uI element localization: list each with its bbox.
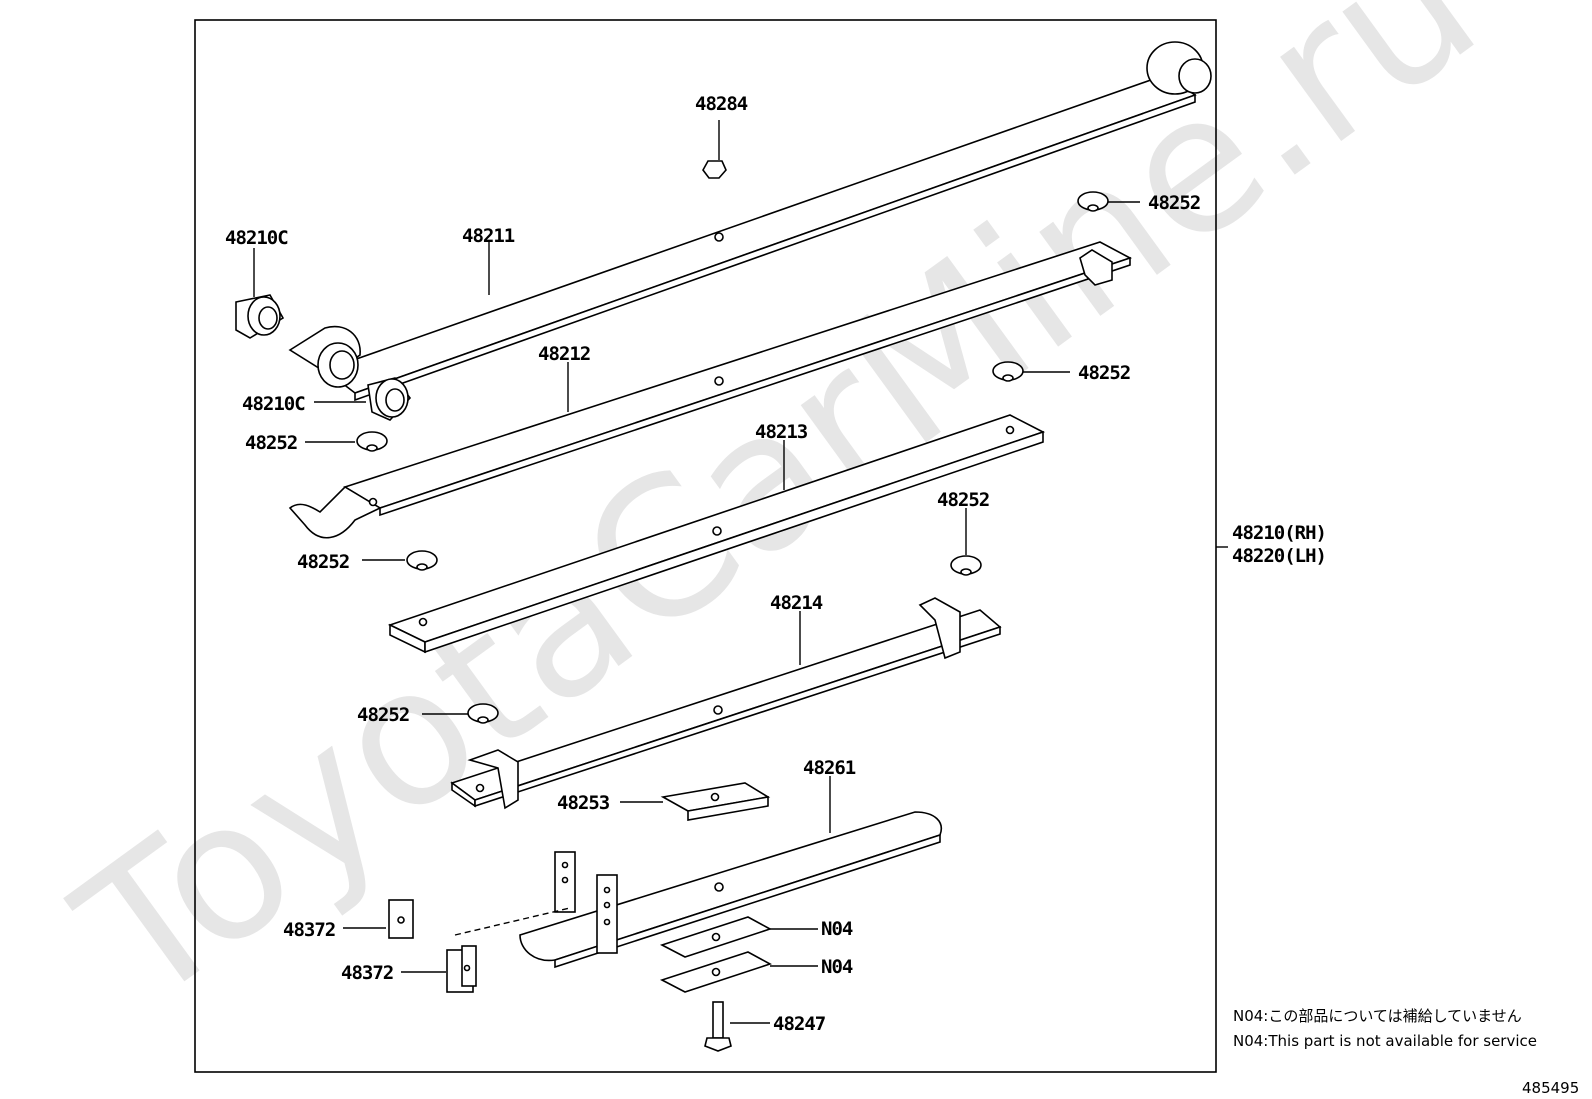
leader-lines bbox=[253, 120, 1228, 1024]
clip-48252-f[interactable] bbox=[467, 703, 499, 724]
label-48212: 48212 bbox=[538, 343, 590, 365]
label-48252-e: 48252 bbox=[937, 489, 989, 511]
diagram-frame bbox=[194, 19, 1217, 1073]
label-48372-top: 48372 bbox=[283, 919, 335, 941]
clip-48252-d[interactable] bbox=[406, 550, 438, 571]
leaf-48213[interactable] bbox=[387, 414, 1046, 654]
label-assembly-rh: 48210(RH) bbox=[1232, 522, 1326, 544]
diagram-id: 485495 bbox=[1522, 1079, 1579, 1097]
note-en: N04:This part is not available for servi… bbox=[1233, 1032, 1537, 1050]
bolt-48247[interactable] bbox=[704, 1001, 732, 1052]
clamp-48372-top[interactable] bbox=[388, 899, 414, 939]
leaf-48214[interactable] bbox=[450, 597, 1002, 810]
note-jp: N04:この部品については補給していません bbox=[1233, 1007, 1522, 1025]
label-48372-bottom: 48372 bbox=[341, 962, 393, 984]
clamp-48372-bottom[interactable] bbox=[446, 945, 477, 993]
label-48252-a: 48252 bbox=[1148, 192, 1200, 214]
label-48210c-top: 48210C bbox=[225, 227, 288, 249]
label-48247: 48247 bbox=[773, 1013, 826, 1035]
bushing-48210c-top[interactable] bbox=[235, 294, 285, 339]
label-48213: 48213 bbox=[755, 421, 808, 443]
label-assembly-lh: 48220(LH) bbox=[1232, 545, 1326, 567]
label-48252-f: 48252 bbox=[357, 704, 409, 726]
clip-48252-b[interactable] bbox=[992, 361, 1024, 382]
label-48261: 48261 bbox=[803, 757, 856, 779]
label-48214: 48214 bbox=[770, 592, 823, 614]
label-48252-c: 48252 bbox=[245, 432, 297, 454]
label-n04-upper: N04 bbox=[821, 918, 853, 940]
label-48211: 48211 bbox=[462, 225, 515, 247]
label-48252-d: 48252 bbox=[297, 551, 349, 573]
label-48252-b: 48252 bbox=[1078, 362, 1130, 384]
label-48210c-bottom: 48210C bbox=[242, 393, 305, 415]
clip-48252-a[interactable] bbox=[1077, 191, 1109, 212]
main-leaf-48211[interactable] bbox=[288, 41, 1212, 402]
label-n04-lower: N04 bbox=[821, 956, 853, 978]
spacer-48253[interactable] bbox=[660, 782, 771, 821]
nut-48284[interactable] bbox=[702, 160, 727, 179]
leaf-48261[interactable] bbox=[519, 811, 942, 969]
clip-48252-c[interactable] bbox=[356, 431, 388, 452]
label-48253: 48253 bbox=[557, 792, 610, 814]
bushing-48210c-bottom[interactable] bbox=[367, 377, 412, 421]
leaf-48212[interactable] bbox=[288, 241, 1133, 539]
clip-48252-e[interactable] bbox=[950, 555, 982, 576]
shim-n04-lower[interactable] bbox=[659, 951, 773, 993]
label-48284: 48284 bbox=[695, 93, 748, 115]
